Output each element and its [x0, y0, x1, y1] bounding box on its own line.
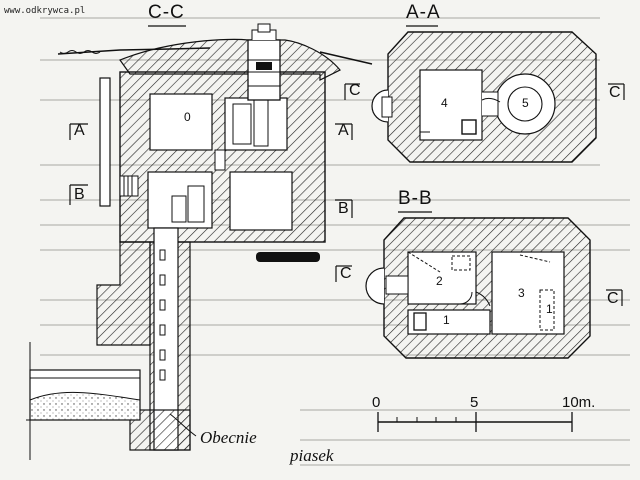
scale-bar [377, 412, 573, 432]
scale-label-0: 0 [372, 394, 381, 411]
section-title-b-b: B-B [398, 188, 433, 209]
room-label-3: 3 [518, 286, 525, 300]
cut-marker-a-right: A [338, 122, 349, 139]
room-label-0: 0 [184, 110, 191, 124]
cut-marker-c-aa-right: C [609, 84, 621, 101]
watermark-text: www.odkrywca.pl [4, 6, 86, 16]
room-label-5: 5 [522, 96, 529, 110]
cut-marker-c-bb-left: C [340, 265, 352, 282]
section-c-c-drawing [26, 23, 373, 460]
cut-marker-a-left: A [74, 122, 85, 139]
cut-marker-c-bb-right: C [607, 290, 619, 307]
room-label-4: 4 [441, 96, 448, 110]
room-label-1-small: 1 [546, 302, 553, 316]
section-b-b-drawing [335, 211, 623, 359]
annotation-obecnie: Obecnie [200, 428, 257, 447]
cut-marker-b-left: B [74, 186, 85, 203]
section-title-a-a: A-A [406, 2, 441, 23]
scale-label-10m: 10m. [562, 394, 596, 411]
room-label-1: 1 [443, 313, 450, 327]
redaction-mark [256, 252, 320, 262]
scale-label-5: 5 [470, 394, 479, 411]
annotation-piasek: piasek [290, 446, 334, 465]
section-a-a-drawing [344, 25, 625, 163]
room-label-2: 2 [436, 274, 443, 288]
cut-marker-c-aa-left: C [349, 82, 361, 99]
section-title-c-c: C-C [148, 2, 185, 23]
cut-marker-b-right: B [338, 200, 349, 217]
